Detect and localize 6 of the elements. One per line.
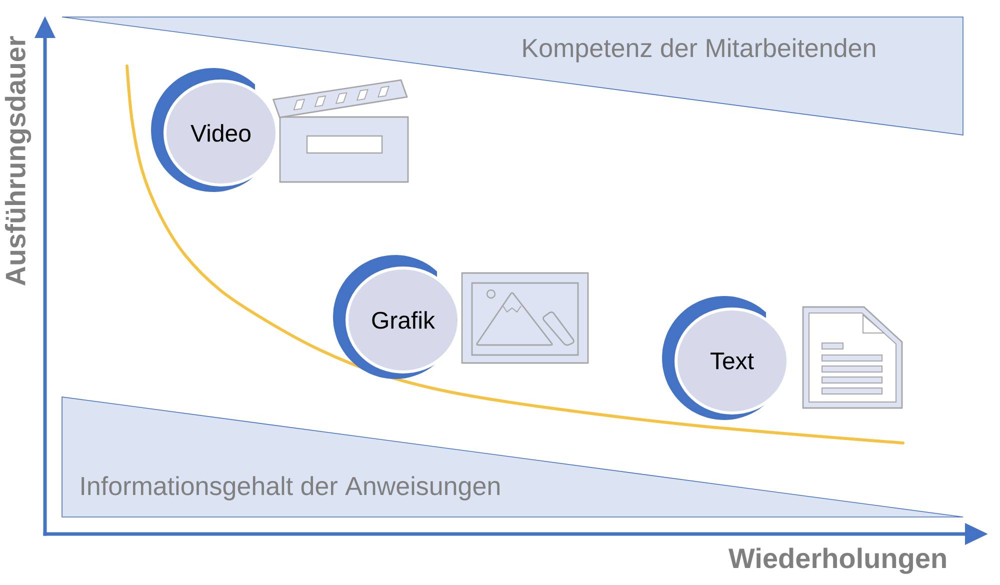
circle-node: Grafik <box>333 255 460 379</box>
axis-label: Ausführungsdauer <box>4 36 32 286</box>
axis-label: Wiederholungen <box>728 548 946 574</box>
circle-node: Text <box>662 296 790 420</box>
triangle-band: Informationsgehalt der Anweisungen <box>62 396 964 518</box>
circle-node: Video <box>151 68 278 192</box>
